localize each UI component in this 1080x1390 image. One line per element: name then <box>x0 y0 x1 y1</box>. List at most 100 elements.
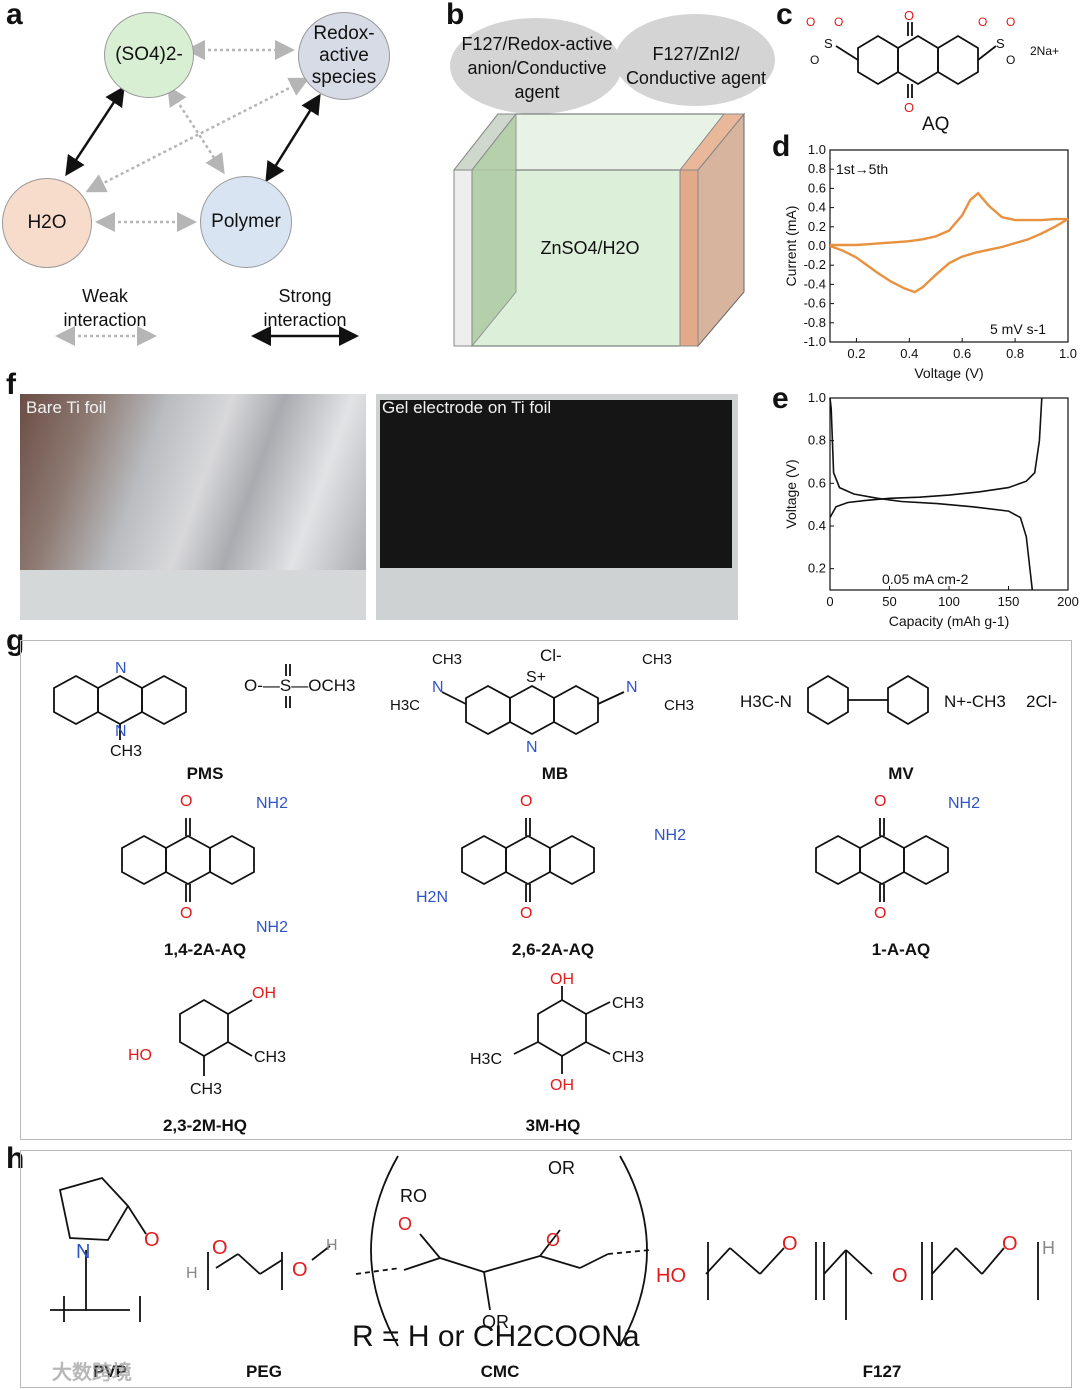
y-tick-label: 0.4 <box>808 518 826 533</box>
cycle-range-label: 1st→5th <box>836 161 888 177</box>
x-axis-title: Capacity (mAh g-1) <box>889 613 1010 629</box>
label-1-a-aq: 1-A-AQ <box>826 940 976 960</box>
svg-text:O: O <box>212 1237 228 1259</box>
svg-text:H3C: H3C <box>390 697 420 714</box>
mv-left-group: H3C-N <box>740 692 792 712</box>
svg-text:O: O <box>874 793 886 810</box>
label-f127: F127 <box>832 1362 932 1382</box>
svg-text:H: H <box>326 1237 338 1254</box>
y-tick-label: -0.6 <box>804 296 826 311</box>
node-water: H2O <box>2 178 92 268</box>
chart-annotation: 5 mV s-1 <box>990 321 1046 337</box>
svg-text:O: O <box>180 905 192 922</box>
x-tick-label: 1.0 <box>1059 346 1077 361</box>
node-sulfate: (SO4)2- <box>104 12 194 98</box>
svg-text:CH3: CH3 <box>254 1049 286 1066</box>
svg-text:N: N <box>115 723 127 740</box>
svg-text:O: O <box>144 1229 160 1251</box>
x-tick-label: 0 <box>826 594 833 609</box>
svg-text:HO: HO <box>656 1265 686 1287</box>
svg-text:O: O <box>782 1233 798 1255</box>
svg-text:O: O <box>520 905 532 922</box>
svg-text:NH2: NH2 <box>654 827 686 844</box>
plot-frame <box>830 398 1068 590</box>
y-tick-label: 1.0 <box>808 142 826 157</box>
chart-annotation: 0.05 mA cm-2 <box>882 571 969 587</box>
svg-text:O: O <box>978 15 987 29</box>
weak-link-redox-h2o <box>90 80 305 190</box>
svg-text:O: O <box>892 1265 908 1287</box>
x-tick-label: 200 <box>1057 594 1079 609</box>
strong-link-redox-polymer <box>268 98 318 178</box>
label-26-2a-aq: 2,6-2A-AQ <box>478 940 628 960</box>
x-axis-title: Voltage (V) <box>914 365 983 381</box>
series-line <box>830 398 1042 518</box>
x-tick-label: 0.2 <box>847 346 865 361</box>
svg-text:O: O <box>546 1230 560 1250</box>
svg-text:H3C: H3C <box>470 1051 502 1068</box>
series-line <box>830 398 1032 590</box>
x-tick-label: 0.4 <box>900 346 918 361</box>
y-tick-label: 0.4 <box>808 200 826 215</box>
svg-text:H: H <box>1042 1238 1055 1258</box>
svg-text:N: N <box>626 679 638 696</box>
svg-text:OH: OH <box>550 971 574 988</box>
y-tick-label: 0.2 <box>808 219 826 234</box>
y-tick-label: 0.6 <box>808 180 826 195</box>
svg-text:N: N <box>432 679 444 696</box>
svg-text:O: O <box>398 1214 412 1234</box>
svg-text:N: N <box>526 739 538 756</box>
svg-text:OH: OH <box>252 985 276 1002</box>
gel-electrode-photo: Gel electrode on Ti foil <box>376 394 738 620</box>
mb-counter-ion: Cl- <box>540 646 562 666</box>
aq-name: AQ <box>922 114 949 136</box>
legend-strong-label: Strong interaction <box>250 284 360 332</box>
svg-text:H2N: H2N <box>416 889 448 906</box>
svg-text:CH3: CH3 <box>432 651 462 668</box>
svg-text:NH2: NH2 <box>256 795 288 812</box>
svg-text:S: S <box>996 36 1005 51</box>
svg-text:O: O <box>1006 53 1015 67</box>
x-tick-label: 50 <box>882 594 896 609</box>
svg-text:O: O <box>292 1259 308 1281</box>
svg-text:N: N <box>115 660 127 677</box>
svg-text:CH3: CH3 <box>190 1081 222 1098</box>
svg-text:O: O <box>904 100 914 115</box>
panel-label-f: f <box>6 368 16 402</box>
svg-text:OH: OH <box>550 1077 574 1094</box>
y-tick-label: 0.8 <box>808 161 826 176</box>
aq-structure: O O S S O O O O O O <box>800 8 1070 126</box>
node-polymer: Polymer <box>200 176 292 268</box>
weak-link-so4-polymer <box>170 90 222 170</box>
y-tick-label: -0.8 <box>804 315 826 330</box>
svg-text:CH3: CH3 <box>612 1049 644 1066</box>
label-cmc: CMC <box>450 1362 550 1382</box>
svg-text:CH3: CH3 <box>664 697 694 714</box>
x-tick-label: 150 <box>998 594 1020 609</box>
gel-electrode-caption: Gel electrode on Ti foil <box>382 398 551 418</box>
y-axis-title: Current (mA) <box>783 206 799 287</box>
svg-text:CH3: CH3 <box>642 651 672 668</box>
svg-text:NH2: NH2 <box>256 919 288 936</box>
legend-weak-label: Weak interaction <box>50 284 160 332</box>
right-electrode-label: F127/ZnI2/ Conductive agent <box>612 42 780 90</box>
y-tick-label: 0.8 <box>808 433 826 448</box>
svg-text:O: O <box>834 15 843 29</box>
svg-text:O: O <box>520 793 532 810</box>
svg-text:O: O <box>874 905 886 922</box>
gel-coating <box>380 400 732 568</box>
node-redox-species: Redox-active species <box>298 12 390 100</box>
svg-text:O: O <box>806 15 815 29</box>
label-mb: MB <box>500 764 610 784</box>
svg-text:RO: RO <box>400 1186 427 1206</box>
y-tick-label: -1.0 <box>804 334 826 349</box>
cv-chart: 0.20.40.60.81.0-1.0-0.8-0.6-0.4-0.20.00.… <box>780 140 1080 390</box>
svg-text:HO: HO <box>128 1047 152 1064</box>
y-tick-label: 1.0 <box>808 390 826 405</box>
y-axis-title: Voltage (V) <box>783 459 799 528</box>
electrolyte-label: ZnSO4/H2O <box>520 236 660 260</box>
bare-ti-foil-photo: Bare Ti foil <box>20 394 366 620</box>
svg-text:O: O <box>1002 1233 1018 1255</box>
svg-text:S: S <box>824 36 833 51</box>
